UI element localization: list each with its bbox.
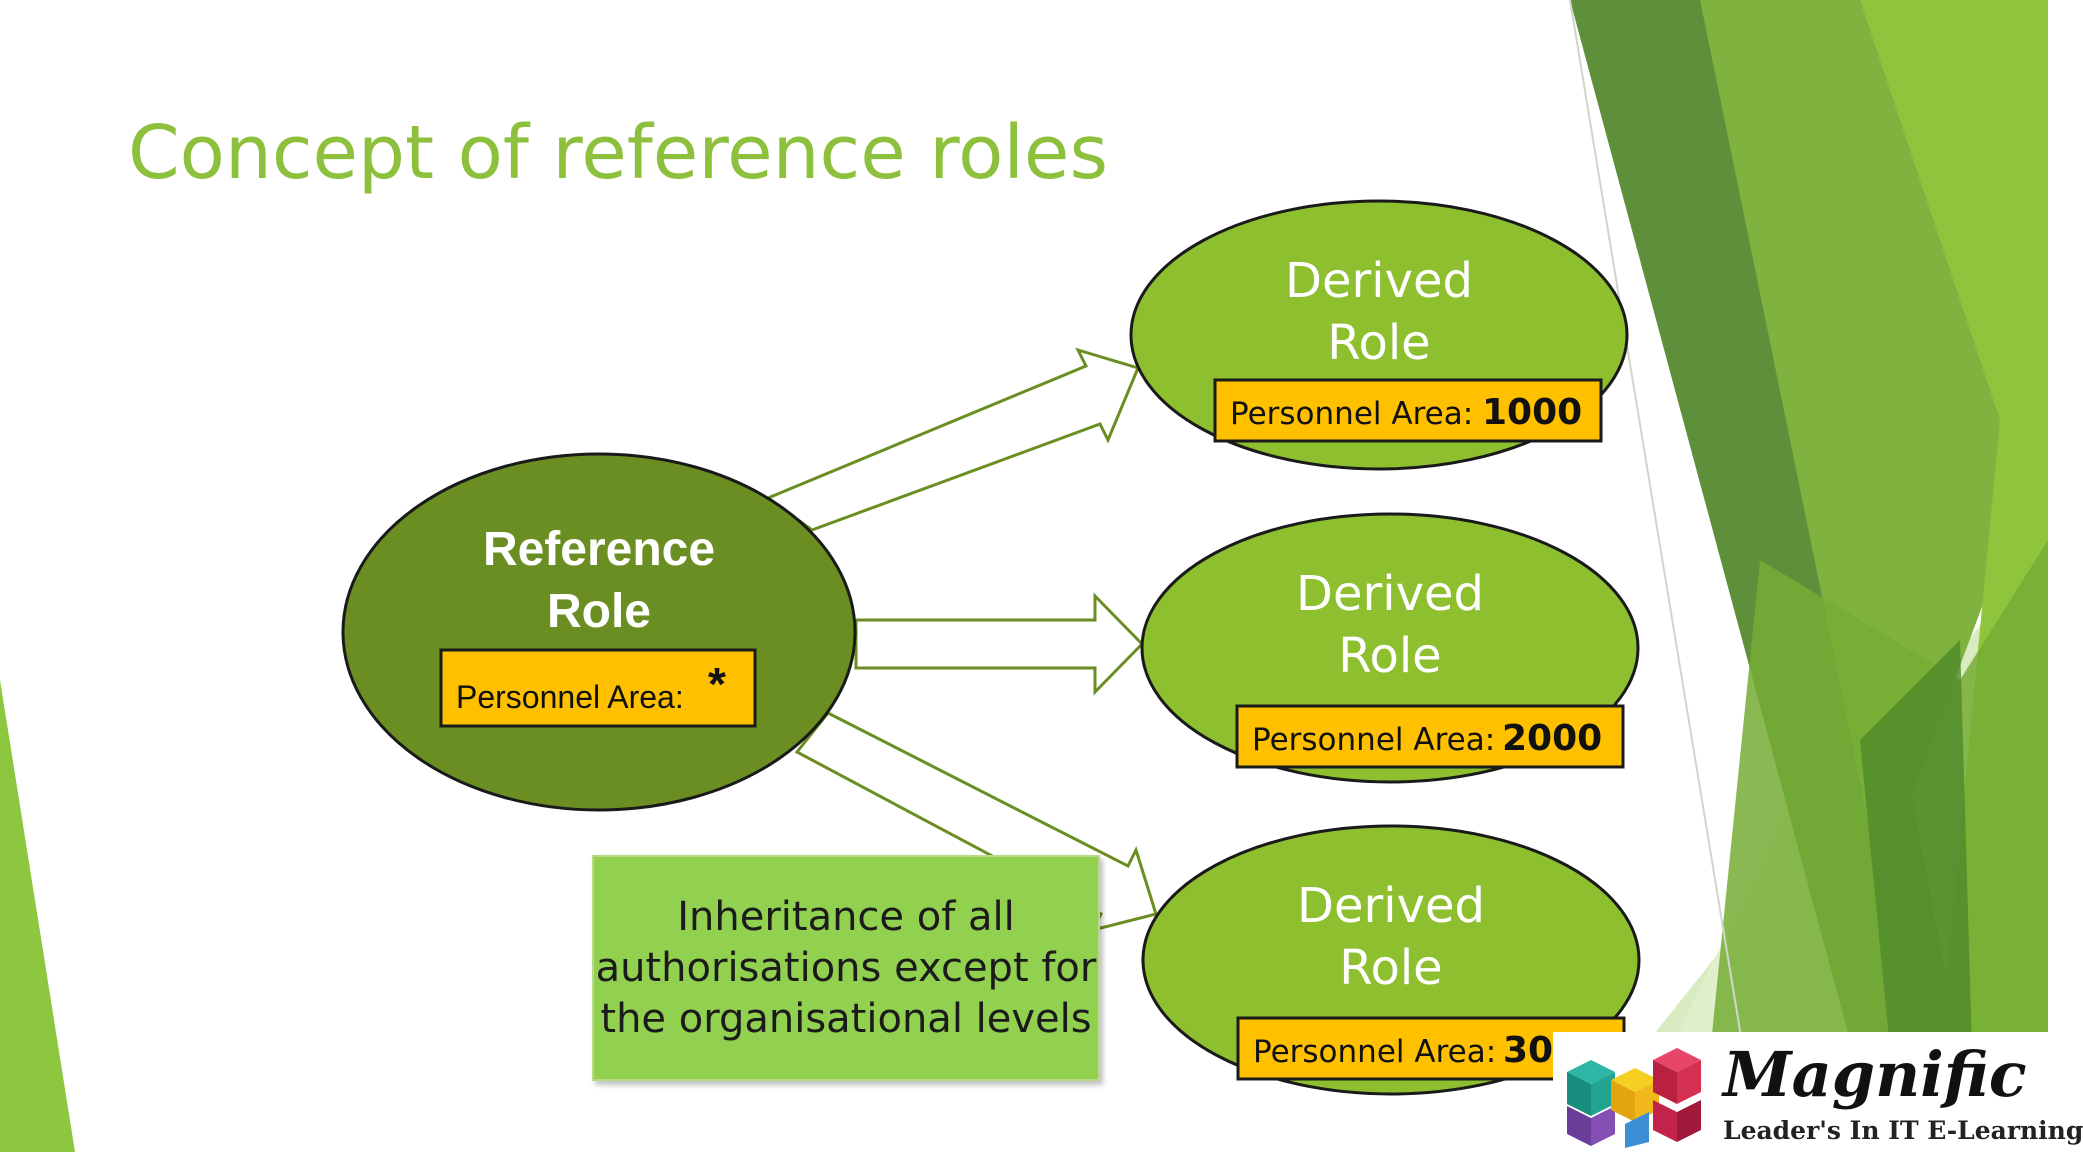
derived-role-field-label: Personnel Area: [1253,1034,1496,1070]
inheritance-note-text: Inheritance of all authorisations except… [595,893,1097,1042]
derived-role-label-line2: Role [1338,628,1441,684]
reference-role-label-line2: Role [547,585,651,638]
arrow-to-derived-role-2 [854,592,1145,696]
arrow-to-derived-role-1 [764,347,1141,532]
derived-role-node-1[interactable]: Derived Role Personnel Area: 1000 [1129,199,1629,471]
right-deep-panel [1860,640,1975,1152]
derived-role-field-box [1213,378,1603,443]
logo-wordmark: Magnific [1723,1038,2027,1111]
reference-role-field-label: Personnel Area: [456,679,684,715]
inheritance-note: Inheritance of all authorisations except… [592,855,1100,1081]
right-thin-line [1569,0,1761,1152]
derived-role-label-line1: Derived [1285,253,1473,309]
derived-role-label-line2: Role [1339,940,1442,996]
slide-title: Concept of reference roles [128,110,1108,196]
derived-role-label-line1: Derived [1296,566,1484,622]
derived-role-field-label: Personnel Area: [1230,396,1473,432]
derived-role-label-line2: Role [1327,315,1430,371]
derived-role-node-2[interactable]: Derived Role Personnel Area: 2000 [1140,512,1640,784]
derived-role-label-line1: Derived [1297,878,1485,934]
derived-role-field-value: 2000 [1502,718,1602,759]
logo-tagline: Leader's In IT E-Learning [1723,1116,2083,1145]
reference-role-field-value: * [708,658,726,710]
left-green-strip [0,680,75,1152]
reference-role-label-line1: Reference [483,523,715,576]
logo-cubes-icon [1567,1048,1701,1148]
derived-role-field-label: Personnel Area: [1252,722,1495,758]
reference-role-field-box [439,648,757,728]
derived-role-field-value: 1000 [1482,392,1582,433]
reference-role-node[interactable]: Reference Role Personnel Area: * [341,452,857,812]
derived-role-field-box [1235,704,1625,769]
magnific-logo: Magnific Leader's In IT E-Learning [1553,1032,2083,1152]
